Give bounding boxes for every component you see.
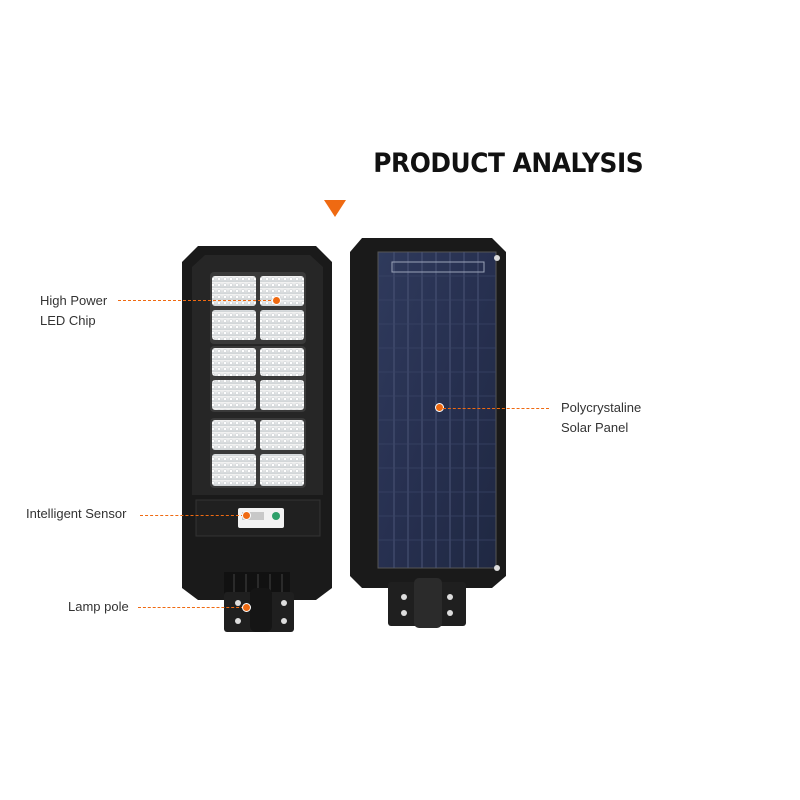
callout-panel-dot	[435, 403, 444, 412]
led-module-group-1	[210, 272, 306, 344]
callout-pole-dot	[242, 603, 251, 612]
callout-pole-label: Lamp pole	[68, 599, 129, 614]
callout-sensor-dot	[242, 511, 251, 520]
callout-led-chip-label: High Power LED Chip	[40, 293, 108, 328]
triangle-down-icon	[324, 200, 346, 217]
lamp-front	[182, 246, 332, 632]
callout-pole-line	[138, 607, 244, 608]
page-title: PRODUCT ANALYSIS	[373, 148, 644, 179]
lamp-back	[350, 238, 506, 628]
callout-sensor-line	[140, 515, 244, 516]
callout-panel-label: Polycrystaline Solar Panel	[561, 400, 642, 435]
callout-panel-line	[443, 408, 549, 409]
callout-led-chip-dot	[272, 296, 281, 305]
led-module-group-3	[210, 418, 306, 488]
led-module-group-2	[210, 346, 306, 412]
callout-led-chip-line	[118, 300, 276, 301]
callout-sensor-label: Intelligent Sensor	[26, 506, 127, 521]
sensor-indicator	[272, 512, 280, 520]
